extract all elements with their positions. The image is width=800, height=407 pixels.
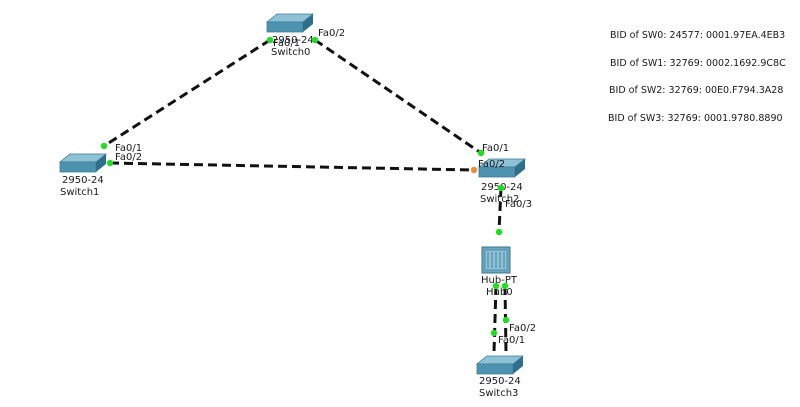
- switch0-device[interactable]: 2950-24 Switch0: [265, 13, 315, 58]
- sw2-fa03-port-light: [497, 184, 505, 192]
- switch1-device[interactable]: 2950-24 Switch1: [58, 153, 108, 198]
- switch3-model-label: 2950-24: [479, 376, 521, 387]
- hub0-name-label: Hub0: [486, 287, 513, 298]
- port-label-sw0-fa01: Fa0/1: [273, 38, 300, 49]
- port-label-sw2-fa01: Fa0/1: [482, 143, 509, 154]
- port-label-sw2-fa02: Fa0/2: [478, 159, 505, 170]
- switch3-icon: [475, 355, 525, 375]
- switch1-icon: [58, 153, 108, 173]
- link-switch0-switch2[interactable]: [314, 38, 482, 155]
- port-label-sw3-fa01: Fa0/1: [498, 335, 525, 346]
- hub0-port-light-b: [501, 282, 509, 290]
- switch3-name-label: Switch3: [479, 388, 518, 399]
- link-switch2-hub0[interactable]: [497, 187, 503, 233]
- port-label-sw1-fa01: Fa0/1: [115, 143, 142, 154]
- sw3-fa01-port-light: [490, 329, 498, 337]
- switch3-device[interactable]: 2950-24 Switch3: [475, 355, 525, 399]
- hub-icon: [481, 246, 511, 274]
- hub0-port-light-a: [492, 282, 500, 290]
- switch2-icon: [477, 158, 527, 178]
- sw2-fa01-port-light: [477, 149, 485, 157]
- bid-sw1-text: BID of SW1: 32769: 0002.1692.9C8C: [610, 58, 786, 69]
- switch0-model-label: 2950-24: [272, 35, 314, 46]
- links: [103, 38, 508, 353]
- bid-annotations: BID of SW0: 24577: 0001.97EA.4EB3 BID of…: [608, 30, 786, 124]
- sw0-fa02-port-light: [311, 36, 319, 44]
- switch0-name-label: Switch0: [271, 47, 310, 58]
- port-label-sw0-fa02: Fa0/2: [318, 28, 345, 39]
- switch1-name-label: Switch1: [60, 187, 99, 198]
- link-hub0-switch3-a[interactable]: [492, 285, 498, 353]
- port-label-sw1-fa02: Fa0/2: [115, 152, 142, 163]
- port-labels: Fa0/1 Fa0/2 Fa0/1 Fa0/2 Fa0/1 Fa0/2 Fa0/…: [115, 28, 536, 346]
- sw2-fa02-port-light-blocking: [470, 166, 478, 174]
- sw3-fa02-port-light: [502, 316, 510, 324]
- link-switch1-switch2[interactable]: [109, 161, 475, 172]
- bid-sw0-text: BID of SW0: 24577: 0001.97EA.4EB3: [610, 30, 785, 41]
- sw1-fa02-port-light: [106, 159, 114, 167]
- hub0-model-label: Hub-PT: [481, 275, 518, 286]
- switch0-icon: [265, 13, 315, 33]
- port-lights: [100, 36, 510, 337]
- port-label-sw3-fa02: Fa0/2: [509, 323, 536, 334]
- sw1-fa01-port-light: [100, 142, 108, 150]
- hub0-device[interactable]: Hub-PT Hub0: [481, 246, 518, 298]
- hub0-uplink-port-light: [495, 228, 503, 236]
- switch1-model-label: 2950-24: [62, 175, 104, 186]
- bid-sw3-text: BID of SW3: 32769: 0001.9780.8890: [608, 113, 783, 124]
- switch2-name-label: Switch2: [480, 194, 519, 205]
- sw0-fa01-port-light: [266, 36, 274, 44]
- link-switch0-switch1[interactable]: [103, 38, 271, 148]
- bid-sw2-text: BID of SW2: 32769: 00E0.F794.3A28: [609, 85, 783, 96]
- port-label-sw2-fa03: Fa0/3: [505, 199, 532, 210]
